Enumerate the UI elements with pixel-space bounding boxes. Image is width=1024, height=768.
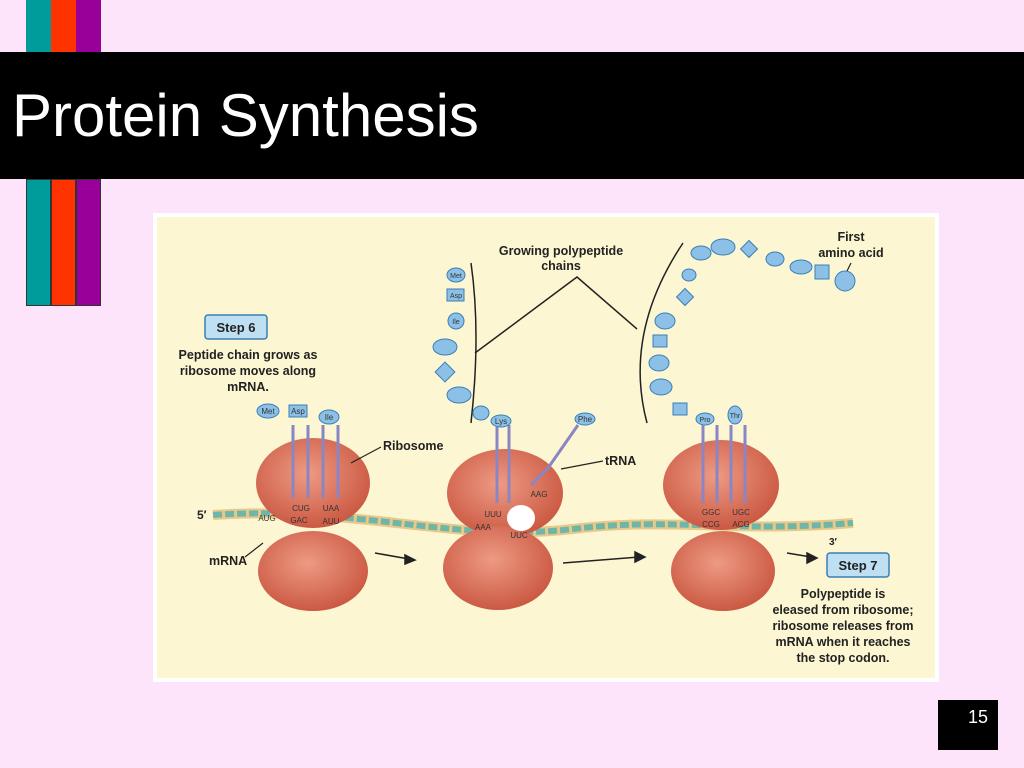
- rib1-codon-3: AUU: [323, 517, 340, 526]
- rib1-anticodon-1: CUG: [292, 504, 310, 513]
- rib1-codon-2: GAC: [290, 516, 308, 525]
- chain2-met: Met: [450, 273, 462, 280]
- ribosome-1-trnas: [291, 425, 340, 498]
- rib3-anticodon-1: GGC: [702, 508, 720, 517]
- red-stripe-lower: [51, 179, 76, 306]
- rib2-codon-2: UUC: [510, 531, 528, 540]
- phe-bead: [574, 412, 596, 426]
- rib2-codon-1: AAA: [475, 523, 492, 532]
- ribosome-pointer: [350, 446, 382, 464]
- rib2-trna: [495, 425, 511, 503]
- growing-label-2: chains: [541, 259, 581, 273]
- step6-line-1: Peptide chain grows as: [179, 348, 318, 362]
- growing-label-1: Growing polypeptide: [499, 244, 623, 258]
- diagram-svg: Step 6 Peptide chain grows as ribosome m…: [157, 217, 935, 678]
- step7-line-5: the stop codon.: [796, 651, 889, 665]
- red-stripe: [51, 0, 76, 52]
- rib1-codon-1: AUG: [258, 514, 275, 523]
- protein-synthesis-figure: Step 6 Peptide chain grows as ribosome m…: [153, 213, 939, 682]
- step7-line-4: mRNA when it reaches: [776, 635, 911, 649]
- rib3-thr: Thr: [730, 413, 741, 420]
- trna-label: tRNA: [605, 454, 636, 468]
- rib2-lys-bead: [490, 414, 512, 428]
- progress-arrows: [374, 550, 819, 566]
- step7-callout: Step 7 Polypeptide is eleased from ribos…: [772, 552, 914, 665]
- trna-pointer: [560, 460, 604, 470]
- ribosome-3: [663, 440, 779, 611]
- teal-stripe-lower: [26, 179, 51, 306]
- rib2-lys: Lys: [495, 417, 507, 426]
- teal-stripe: [26, 0, 51, 52]
- step7-line-3: ribosome releases from: [772, 619, 913, 633]
- step6-badge: [204, 314, 268, 340]
- step7-badge: [826, 552, 890, 578]
- rib1-ile: Ile: [325, 413, 334, 422]
- rib1-anticodon-2: UAA: [323, 504, 340, 513]
- purple-stripe-lower: [76, 179, 101, 306]
- rib1-met: Met: [261, 407, 275, 416]
- step7-line-2: eleased from ribosome;: [772, 603, 913, 617]
- rib1-asp: Asp: [291, 407, 305, 416]
- step7-line-1: Polypeptide is: [801, 587, 886, 601]
- step7-badge-text: Step 7: [838, 558, 877, 573]
- chain2-asp: Asp: [450, 293, 462, 300]
- rib3-pro: Pro: [700, 417, 711, 424]
- chain2-ile: Ile: [452, 319, 460, 326]
- rib1-met-bead: [256, 403, 280, 419]
- first-amino-label-2: amino acid: [818, 246, 883, 260]
- phe-label: Phe: [578, 415, 593, 424]
- rib3-trnas: [701, 425, 747, 503]
- ribosome-1: [256, 438, 370, 611]
- title-bar: [0, 52, 1024, 179]
- chain-2: [432, 267, 490, 421]
- chain-bracket-1: [470, 262, 477, 424]
- first-amino-label-1: First: [837, 230, 865, 244]
- incoming-anticodon: AAG: [531, 490, 548, 499]
- incoming-trna: [529, 424, 580, 487]
- slide-title: Protein Synthesis: [12, 82, 479, 149]
- rib3-anticodon-2: UGC: [732, 508, 750, 517]
- rib1-ile-bead: [318, 409, 340, 425]
- page-number-box: 15: [938, 700, 998, 750]
- five-prime-label: 5′: [197, 508, 207, 522]
- chain-3: [648, 238, 856, 426]
- rib3-codon-2: ACG: [732, 520, 749, 529]
- purple-stripe: [76, 0, 101, 52]
- rib1-asp-bead: [288, 404, 308, 418]
- rib3-codon-1: CCG: [702, 520, 720, 529]
- ribosome-label: Ribosome: [383, 439, 443, 453]
- mrna-label: mRNA: [209, 554, 247, 568]
- step6-badge-text: Step 6: [216, 320, 255, 335]
- growing-pointer-lines: [474, 276, 638, 354]
- step6-callout: Step 6 Peptide chain grows as ribosome m…: [179, 314, 318, 394]
- mrna-pointer: [244, 542, 264, 558]
- chain-bracket-2: [639, 242, 684, 424]
- step6-line-3: mRNA.: [227, 380, 269, 394]
- three-prime-label: 3′: [829, 537, 838, 548]
- step6-line-2: ribosome moves along: [180, 364, 316, 378]
- rib2-anticodon: UUU: [484, 510, 502, 519]
- page-number: 15: [967, 707, 988, 727]
- ribosome-2: [443, 449, 563, 610]
